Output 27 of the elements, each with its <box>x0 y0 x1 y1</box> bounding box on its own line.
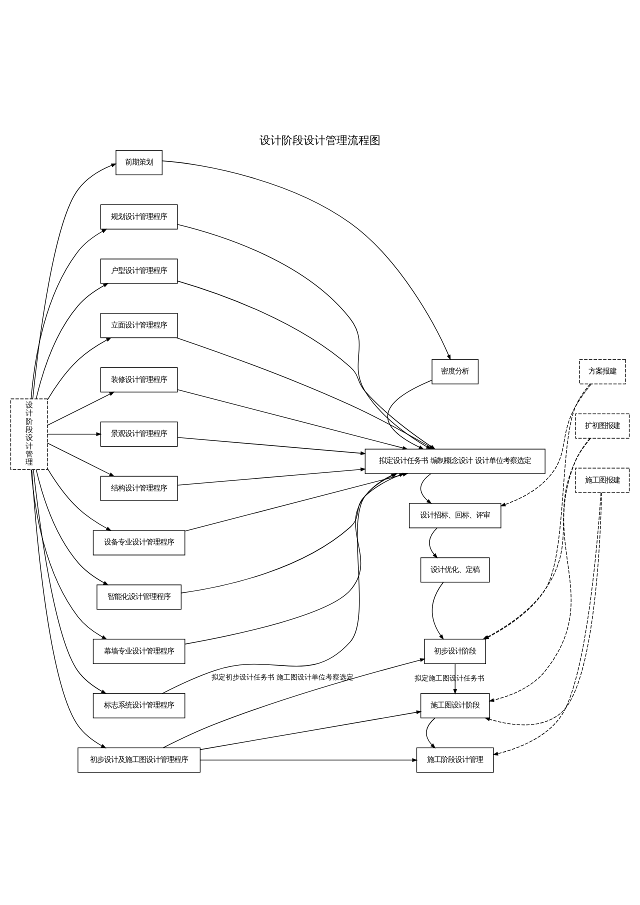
arrow <box>492 492 602 756</box>
arrow <box>500 384 592 506</box>
arrow <box>162 658 426 748</box>
arrow <box>177 437 366 456</box>
arrow <box>200 710 422 750</box>
arrow <box>177 468 366 486</box>
arrow <box>162 160 451 360</box>
arrow <box>30 469 108 640</box>
arrow <box>47 337 112 400</box>
arrow <box>429 528 438 558</box>
arrow <box>432 582 444 640</box>
arrow <box>420 473 432 504</box>
arrow <box>488 438 590 702</box>
arrow <box>47 468 112 531</box>
arrow <box>36 469 109 586</box>
arrow <box>47 392 115 426</box>
arrow <box>200 758 418 762</box>
arrow <box>426 718 436 748</box>
diagram-title: 设计阶段设计管理流程图 <box>260 134 380 148</box>
arrow <box>32 163 117 399</box>
arrow <box>177 389 408 450</box>
arrow <box>33 469 107 694</box>
arrow <box>36 283 109 400</box>
arrow <box>30 228 108 400</box>
arrow <box>47 432 102 436</box>
arrow <box>47 442 115 477</box>
arrow <box>31 469 106 748</box>
